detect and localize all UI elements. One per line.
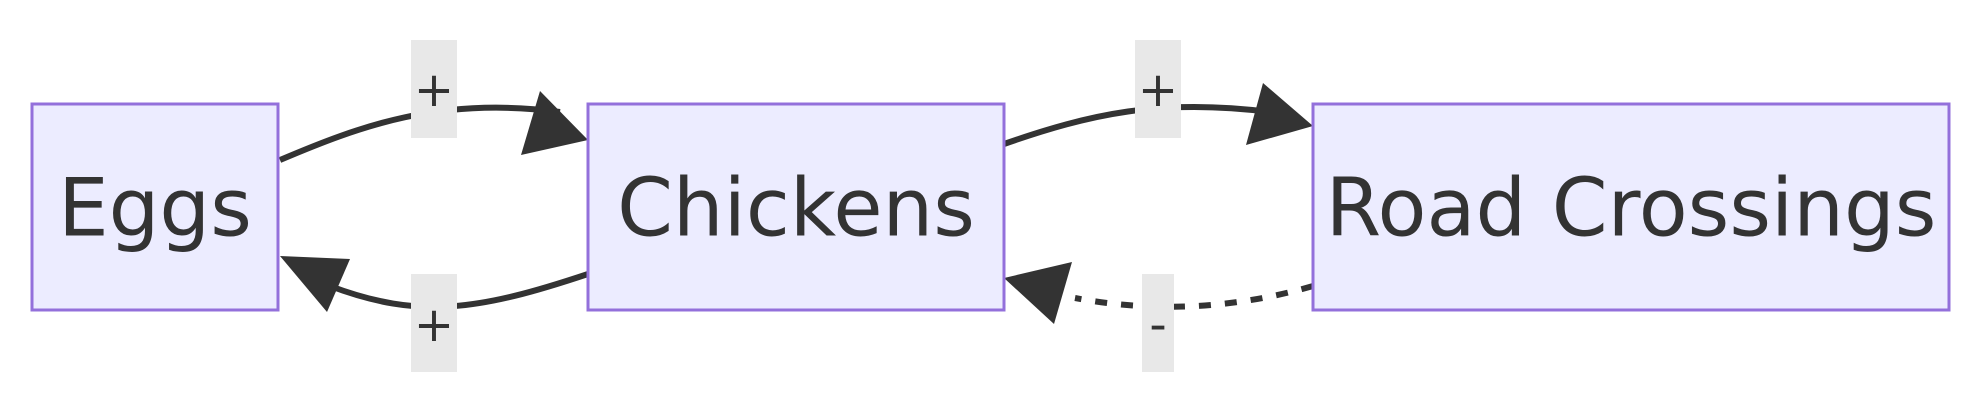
- edge-eggs-to-chickens[interactable]: [278, 104, 561, 163]
- edge-label-text: +: [414, 62, 454, 118]
- edge-label-bg: [411, 274, 457, 372]
- node-label: Eggs: [58, 162, 252, 255]
- edge-label-bg: [411, 40, 457, 138]
- edge-label-road-crossings-to-chickens: -: [1142, 274, 1174, 372]
- node-label: Road Crossings: [1326, 162, 1937, 255]
- node-box: [1311, 102, 1951, 312]
- node-box: [586, 102, 1006, 312]
- edge-label-text: +: [1138, 62, 1178, 118]
- edge-road-crossings-to-chickens[interactable]: [1074, 283, 1314, 310]
- node-label: Chickens: [617, 162, 975, 255]
- edge-label-chickens-to-road-crossings: +: [1135, 40, 1181, 138]
- edge-label-eggs-to-chickens: +: [411, 40, 457, 138]
- edge-chickens-to-road-crossings[interactable]: [1003, 103, 1271, 147]
- node-road-crossings[interactable]: Road Crossings: [1311, 102, 1951, 312]
- edge-label-bg: [1135, 40, 1181, 138]
- edges: [278, 83, 1314, 324]
- nodes: Eggs Chickens Road Crossings: [30, 102, 1951, 312]
- edge-chickens-to-eggs[interactable]: [328, 271, 589, 310]
- edge-labels: + + + -: [411, 40, 1181, 372]
- arrowhead-into-chickens-from-eggs: [521, 91, 588, 155]
- node-eggs[interactable]: Eggs: [30, 102, 280, 312]
- arrowhead-into-eggs-from-chickens: [280, 256, 350, 312]
- edge-label-bg: [1142, 274, 1174, 372]
- edge-label-text: +: [414, 297, 454, 353]
- edge-label-chickens-to-eggs: +: [411, 274, 457, 372]
- edge-label-text: -: [1149, 297, 1166, 353]
- arrowhead-into-road-crossings-from-chickens: [1246, 83, 1313, 145]
- node-chickens[interactable]: Chickens: [586, 102, 1006, 312]
- arrowhead-into-chickens-from-road-crossings: [1004, 262, 1072, 324]
- node-box: [30, 102, 280, 312]
